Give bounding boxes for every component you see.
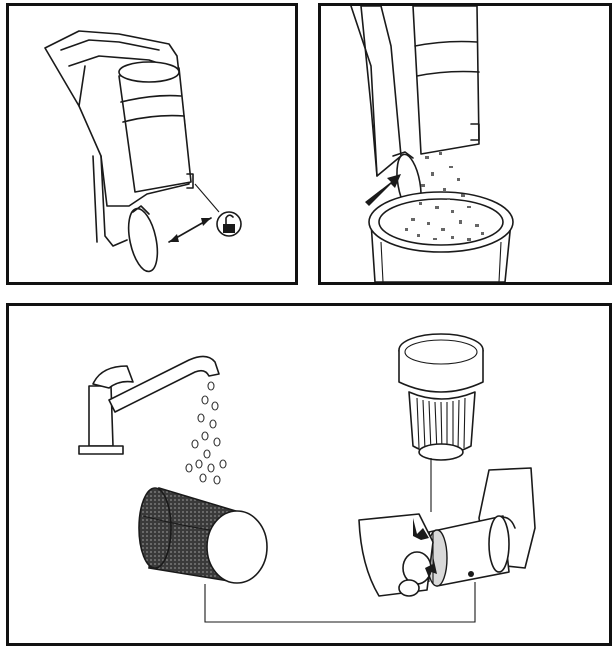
connector-lines [204, 458, 476, 623]
unlock-icon [194, 183, 242, 237]
panel-unlock-dust-bin [6, 3, 298, 285]
empty-dust-illustration [350, 6, 514, 282]
vacuum-icon [44, 30, 194, 273]
debris-icon [405, 152, 484, 241]
wash-filters-illustration [78, 333, 536, 623]
rotate-arrows-icon [413, 518, 437, 578]
arrow-icon [365, 174, 401, 206]
filter-holder-icon [358, 513, 510, 597]
vacuum-icon [350, 6, 480, 215]
dust-bin-icon [368, 191, 514, 282]
panel-wash-filters [6, 303, 612, 646]
vacuum-unlock-illustration [44, 30, 242, 273]
panel-empty-dust [318, 3, 612, 285]
sponge-filter-icon [138, 486, 268, 584]
hepa-filter-icon [398, 333, 484, 461]
water-drops-icon [185, 381, 227, 485]
faucet-icon [78, 355, 220, 455]
double-arrow-icon [168, 217, 212, 243]
